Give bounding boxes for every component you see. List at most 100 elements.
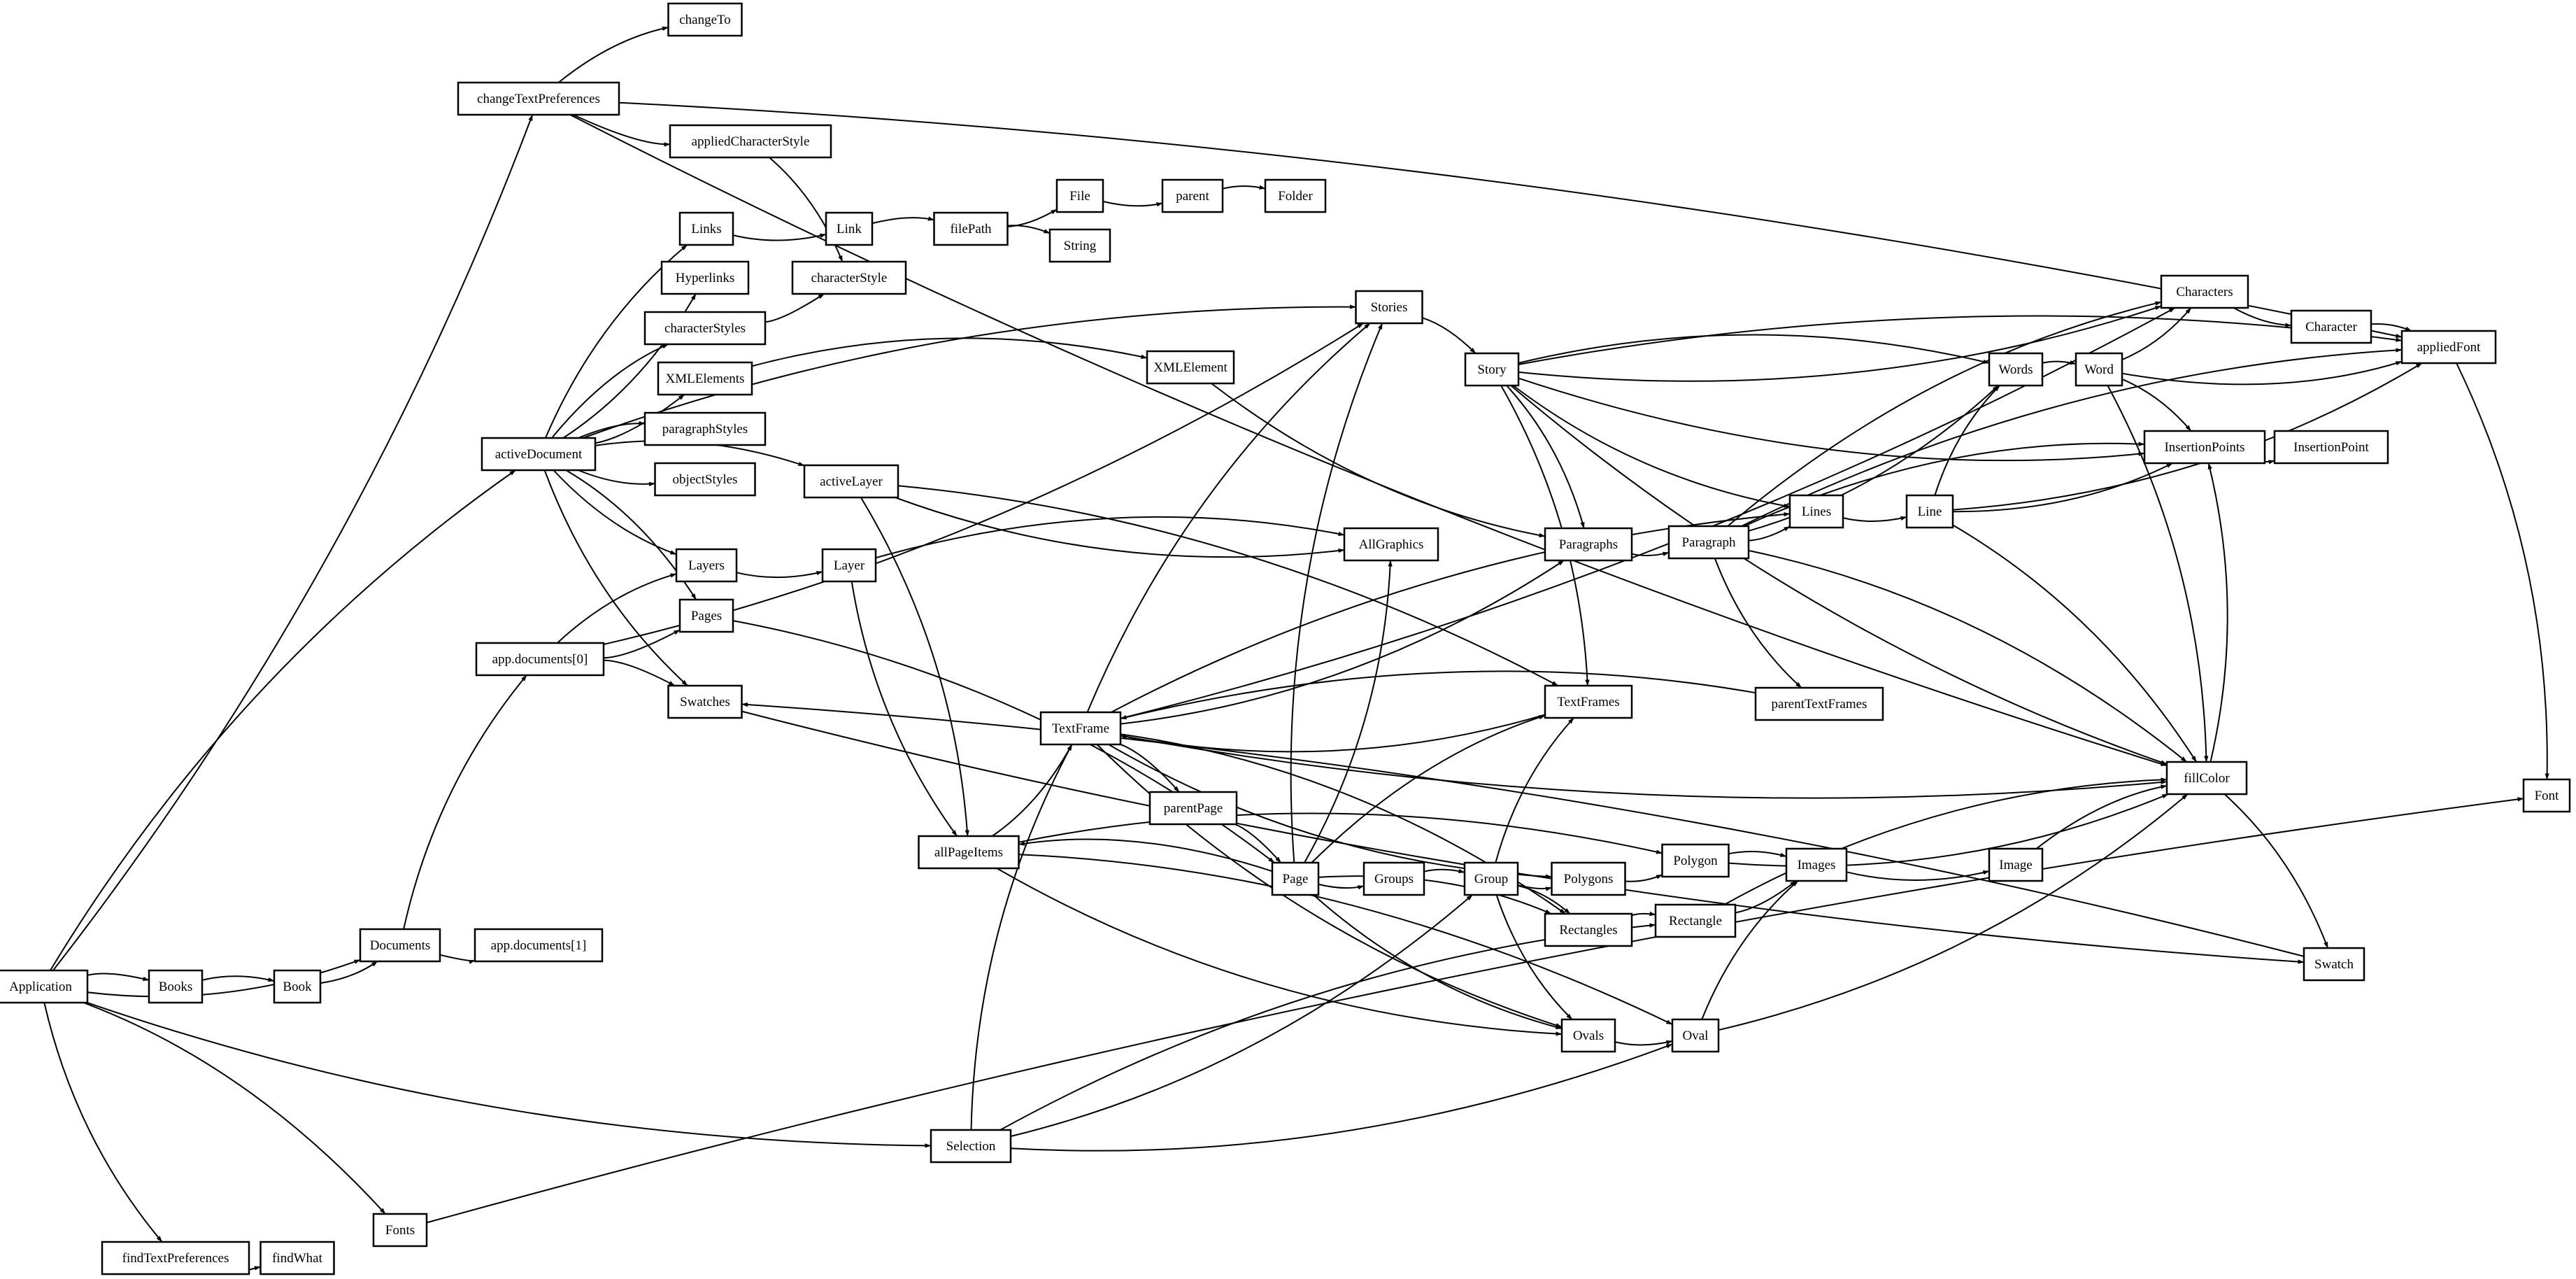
node-allgraphics: AllGraphics xyxy=(1343,527,1439,562)
node-insertionpoints: InsertionPoints xyxy=(2143,430,2266,465)
node-label: parent xyxy=(1176,189,1209,204)
edge-allpageitems-to-ovals xyxy=(996,868,1563,1036)
node-layers: Layers xyxy=(675,548,738,583)
node-line: Line xyxy=(1905,494,1954,529)
node-box xyxy=(148,969,204,1004)
node-box xyxy=(2143,430,2266,465)
node-label: Page xyxy=(1283,872,1309,886)
node-label: Fonts xyxy=(385,1223,415,1238)
node-box xyxy=(1667,525,1750,560)
edge-polygons-to-polygon xyxy=(1625,874,1663,882)
node-label: appliedFont xyxy=(2417,340,2481,355)
node-box xyxy=(1988,352,2044,387)
node-label: File xyxy=(1069,189,1090,204)
edge-group-to-rectangles xyxy=(1517,884,1571,914)
edge-stories-to-story xyxy=(1422,317,1476,354)
edge-activedocument-to-swatches xyxy=(543,469,688,686)
node-image: Image xyxy=(1988,847,2044,882)
edge-fillcolor-to-swatch xyxy=(2223,793,2329,949)
edge-groups-to-group xyxy=(1423,868,1465,873)
node-box xyxy=(474,928,604,963)
node-hyperlinks: Hyperlinks xyxy=(660,260,750,295)
node-box xyxy=(1355,290,1423,325)
node-box xyxy=(1654,903,1737,938)
node-rectangles: Rectangles xyxy=(1544,912,1633,947)
node-box xyxy=(372,1213,428,1248)
node-label: parentPage xyxy=(1164,801,1223,816)
node-parentpage: parentPage xyxy=(1148,791,1238,826)
node-characters: Characters xyxy=(2160,274,2249,309)
node-app-documents-0: app.documents[0] xyxy=(475,642,605,677)
node-images: Images xyxy=(1785,847,1848,882)
node-box xyxy=(930,1129,1012,1164)
node-file: File xyxy=(1055,178,1104,213)
edge-line-to-words xyxy=(1934,385,2000,496)
edge-character-to-appliedfont xyxy=(2370,323,2412,332)
edge-words-to-word xyxy=(2042,360,2077,365)
node-label: Word xyxy=(2084,362,2114,377)
node-label: characterStyles xyxy=(664,321,746,336)
edge-paragraphs-to-paragraph xyxy=(1631,551,1670,556)
edge-swatch-to-swatches xyxy=(741,702,2305,957)
node-box xyxy=(678,598,734,633)
node-rectangle: Rectangle xyxy=(1654,903,1737,938)
node-box xyxy=(667,684,743,719)
node-label: XMLElements xyxy=(666,372,745,386)
node-box xyxy=(1551,861,1626,896)
edge-documents-to-app-documents-1 xyxy=(439,954,476,964)
node-box xyxy=(101,1241,250,1276)
edge-activedocument-to-xmlelements xyxy=(595,394,685,444)
node-box xyxy=(918,835,1020,870)
edge-fonts-to-font xyxy=(426,797,2524,1224)
edge-paragraph-to-appliedfont xyxy=(1741,348,2403,527)
node-pages: Pages xyxy=(678,598,734,633)
node-label: TextFrame xyxy=(1052,721,1109,736)
edge-selection-to-oval xyxy=(1010,1043,1673,1152)
edge-xmlelements-to-xmlelement xyxy=(751,337,1148,367)
node-label: parentTextFrames xyxy=(1772,697,1867,712)
edge-textframe-to-fillcolor xyxy=(1120,735,2168,799)
node-paragraph: Paragraph xyxy=(1667,525,1750,560)
edge-layer-to-allgraphics xyxy=(875,516,1345,559)
edge-page-to-allpageitems xyxy=(1018,838,1273,872)
node-box xyxy=(678,211,734,246)
edge-rectangles-to-rectangle xyxy=(1631,911,1656,917)
edge-activelayer-to-allpageitems xyxy=(860,497,969,837)
edge-page-to-allgraphics xyxy=(1304,560,1393,863)
edge-selection-to-group xyxy=(1010,894,1473,1138)
node-label: Oval xyxy=(1683,1029,1709,1043)
edge-activelayer-to-allgraphics xyxy=(895,497,1345,558)
edge-selection-to-textframe xyxy=(970,744,1073,1131)
node-groups: Groups xyxy=(1362,861,1425,896)
node-appliedcharacterstyle: appliedCharacterStyle xyxy=(669,124,832,159)
node-label: Selection xyxy=(946,1139,996,1154)
node-label: Stories xyxy=(1371,300,1408,315)
node-label: Hyperlinks xyxy=(676,271,734,285)
node-lines: Lines xyxy=(1788,494,1844,529)
edge-documents-to-app-documents-0 xyxy=(403,674,527,930)
node-string: String xyxy=(1048,228,1111,263)
edge-application-to-documents xyxy=(87,959,361,998)
edge-word-to-fillcolor xyxy=(2107,385,2209,763)
edge-layers-to-layer xyxy=(736,571,823,579)
node-box xyxy=(2303,947,2365,982)
edge-group-to-ovals xyxy=(1495,894,1573,1020)
edge-story-to-lines xyxy=(1512,385,1791,508)
node-label: appliedCharacterStyle xyxy=(692,134,810,149)
edge-appliedfont-to-font xyxy=(2456,362,2549,780)
node-label: Link xyxy=(837,222,862,236)
node-box xyxy=(1544,912,1633,947)
node-label: Rectangles xyxy=(1559,923,1617,938)
edge-filepath-to-file xyxy=(1007,209,1058,227)
node-box xyxy=(1661,843,1730,878)
node-box xyxy=(0,969,89,1004)
node-xmlelement: XMLElement xyxy=(1146,350,1235,385)
edge-page-to-ovals xyxy=(1313,894,1563,1030)
node-group: Group xyxy=(1463,861,1519,896)
node-box xyxy=(1988,847,2044,882)
node-book: Book xyxy=(273,969,322,1004)
node-story: Story xyxy=(1464,352,1520,387)
node-fonts: Fonts xyxy=(372,1213,428,1248)
edge-application-to-findtextpreferences xyxy=(43,1002,163,1243)
